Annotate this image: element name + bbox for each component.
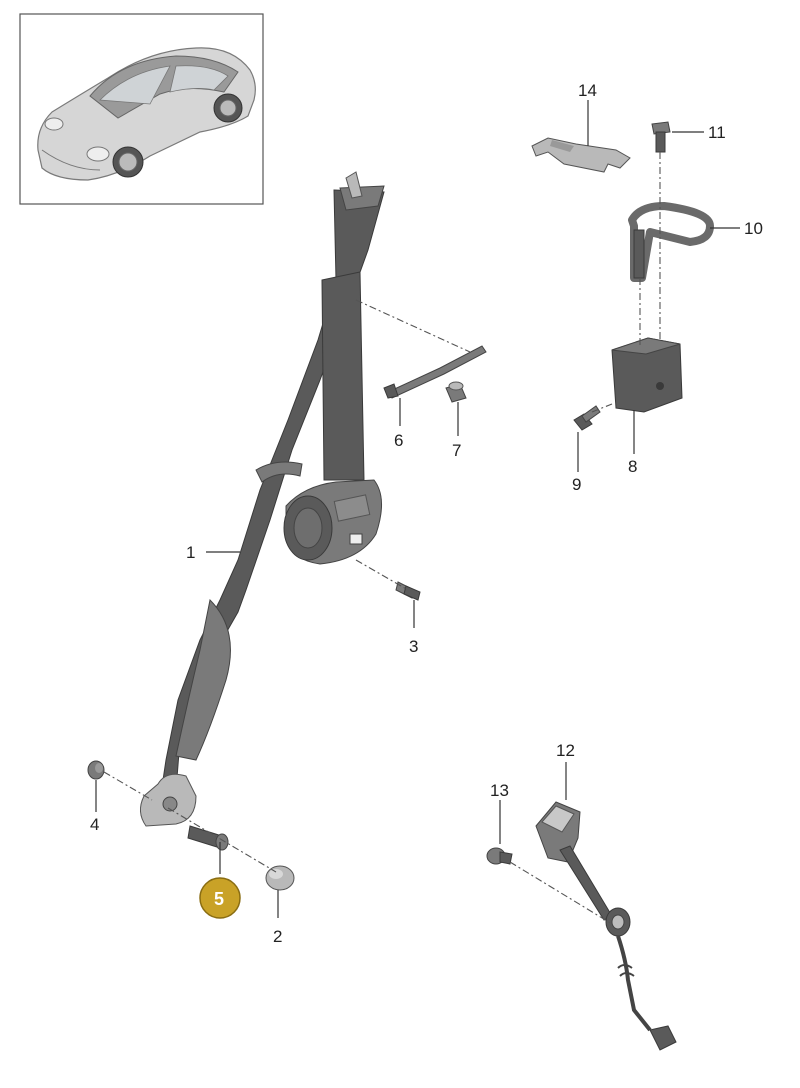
part-10-guide-loop[interactable]	[628, 202, 714, 282]
leader-lines	[95, 100, 740, 918]
car-thumbnail-icon	[37, 47, 256, 181]
callout-8[interactable]: 8	[628, 457, 637, 476]
part-5-screw[interactable]	[187, 825, 229, 851]
callout-4[interactable]: 4	[90, 815, 99, 834]
callout-7[interactable]: 7	[452, 441, 461, 460]
vehicle-thumbnail[interactable]	[19, 13, 264, 205]
callout-5-highlight[interactable]: 5	[199, 877, 241, 919]
callout-10[interactable]: 10	[744, 219, 763, 238]
part-1-seat-belt[interactable]	[140, 171, 385, 827]
callout-5[interactable]: 5	[214, 889, 224, 909]
callout-11[interactable]: 11	[708, 123, 726, 142]
part-8-anchor-housing[interactable]	[611, 337, 683, 413]
callout-9[interactable]: 9	[572, 475, 581, 494]
assembly-lines	[103, 152, 661, 925]
part-2-cover-cap[interactable]	[265, 865, 295, 891]
part-4-spacer[interactable]	[87, 760, 105, 780]
part-6-bracket-strip[interactable]	[383, 345, 487, 399]
part-11-bolt[interactable]	[651, 121, 671, 153]
callout-labels: 1 2 3 4 5 6 7 8 9 10 11 12 13 14	[90, 81, 763, 946]
callout-12[interactable]: 12	[556, 741, 575, 760]
callout-3[interactable]: 3	[409, 637, 418, 656]
callout-14[interactable]: 14	[578, 81, 597, 100]
part-12-belt-buckle[interactable]	[535, 801, 677, 1051]
part-7-nut[interactable]	[445, 381, 467, 403]
part-9-bolt[interactable]	[573, 405, 601, 431]
callout-2[interactable]: 2	[273, 927, 282, 946]
callout-6[interactable]: 6	[394, 431, 403, 450]
part-14-mounting-bracket[interactable]	[531, 137, 631, 173]
callout-1[interactable]: 1	[186, 543, 195, 562]
highlight-badge	[199, 877, 241, 919]
callout-13[interactable]: 13	[490, 781, 509, 800]
part-13-nut[interactable]	[486, 847, 513, 865]
